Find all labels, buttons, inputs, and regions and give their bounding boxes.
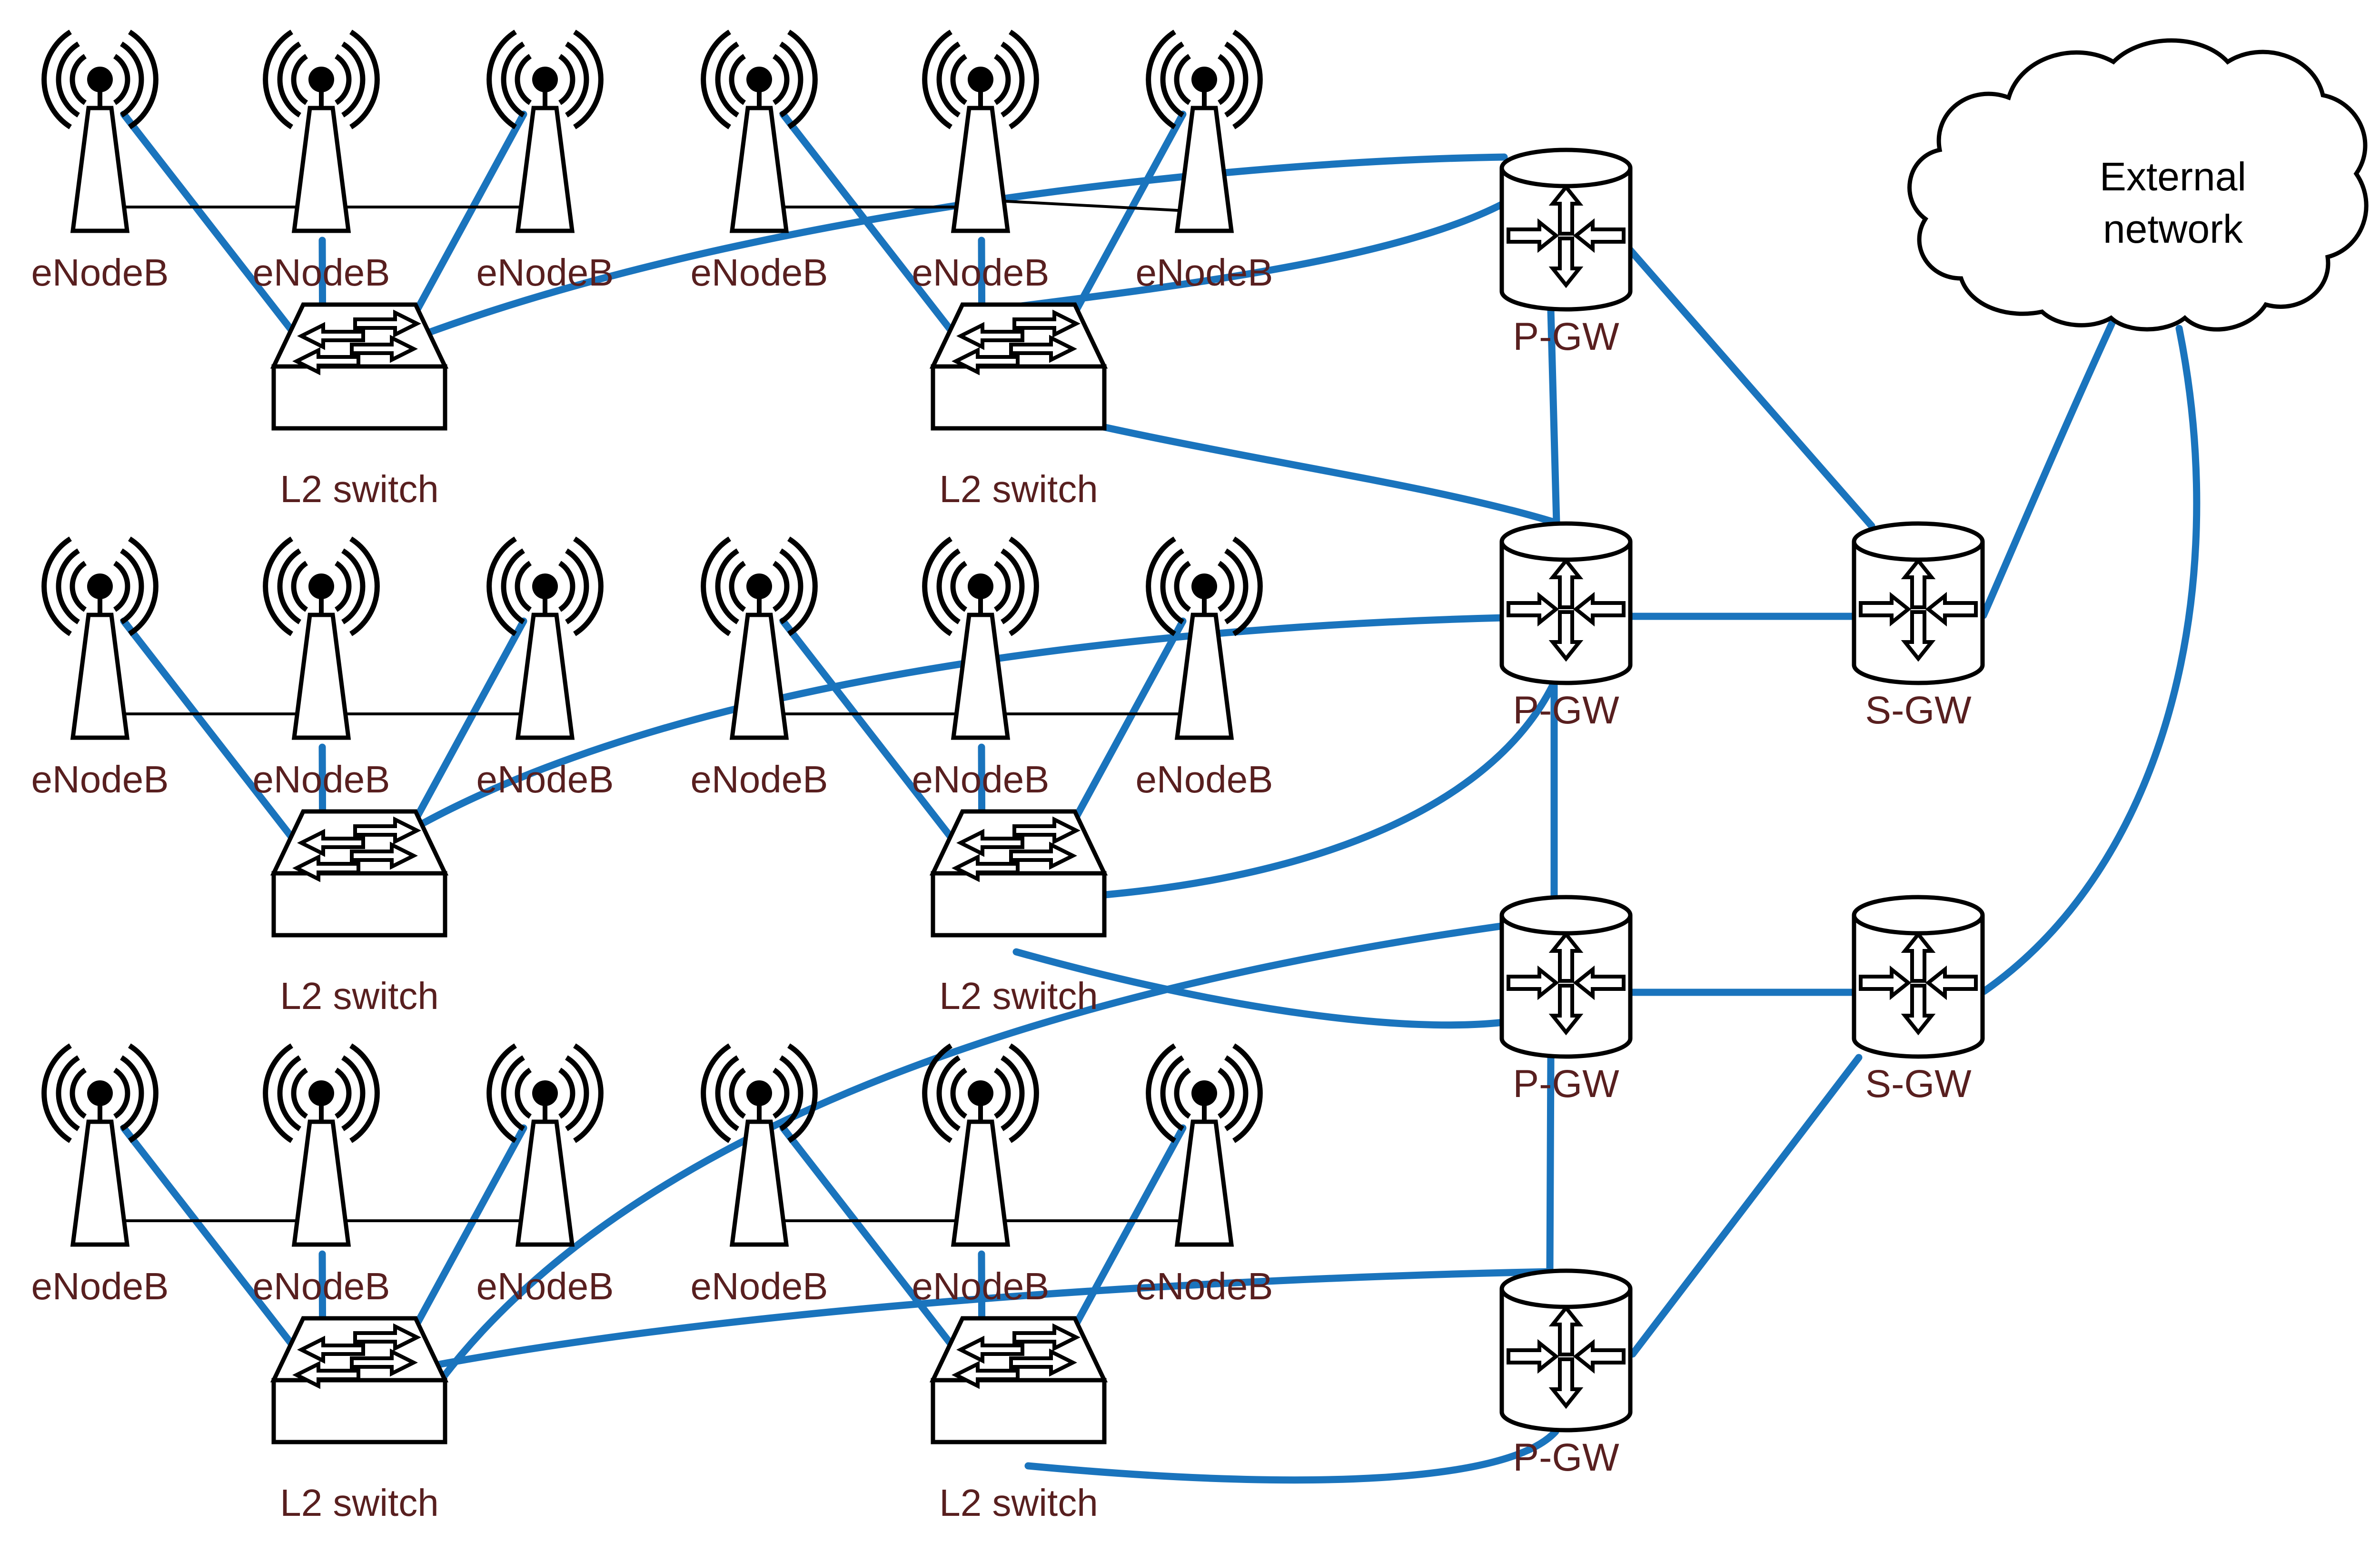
enodeb-antenna-icon (1149, 1046, 1260, 1245)
l2-switch-icon (274, 811, 445, 935)
external-network-label-line1: External (2100, 154, 2246, 199)
link-g5-ant1-sw5 (120, 1124, 318, 1377)
link-sgw2-pgw4 (1629, 1054, 1863, 1358)
enodeb-antenna-icon (925, 539, 1037, 738)
p-gw-1: P-GW (1502, 150, 1630, 358)
link-sw3-pgw2 (339, 614, 1507, 877)
enodeb-label: eNodeB (1135, 758, 1273, 801)
link-sw5-pgw4 (356, 1268, 1554, 1384)
l2-switch-icon (274, 305, 445, 428)
enodeb-antenna-icon (489, 1046, 601, 1245)
l2-switch-label: L2 switch (939, 1482, 1098, 1524)
router-cylinder-icon (1854, 524, 1983, 683)
s-gw-2: S-GW (1854, 897, 1983, 1106)
enodeb-label: eNodeB (690, 758, 828, 801)
enodeb-label: eNodeB (690, 1265, 828, 1307)
p-gw-3: P-GW (1502, 897, 1630, 1106)
enodeb-antenna-icon (489, 32, 601, 231)
enodeb-label: eNodeB (912, 251, 1049, 294)
link-g2-ant1-sw2 (779, 110, 977, 363)
l2-switch-label: L2 switch (280, 975, 438, 1017)
l2-switch-icon (933, 305, 1104, 428)
l2-switch-label: L2 switch (280, 1482, 438, 1524)
l2-switch-icon (933, 811, 1104, 935)
link-g6-ant1-sw6 (779, 1124, 977, 1377)
router-cylinder-icon (1502, 897, 1630, 1057)
p-gw-label: P-GW (1513, 315, 1619, 358)
x2-link (759, 198, 1205, 213)
enodeb-label: eNodeB (31, 758, 169, 801)
enodeb-label: eNodeB (252, 251, 390, 294)
link-cloud-sgw2 (1980, 325, 2201, 995)
l2-switch-label: L2 switch (939, 975, 1098, 1017)
radio-group-4: eNodeB eNodeB eNodeB L2 switch (690, 539, 1273, 1017)
enodeb-label: eNodeB (31, 251, 169, 294)
enodeb-antenna-icon (1149, 32, 1260, 231)
link-sw1-pgw1 (334, 153, 1508, 373)
p-gw-label: P-GW (1513, 1436, 1619, 1479)
link-cloud-sgw1 (1980, 308, 2121, 619)
enodeb-label: eNodeB (476, 251, 614, 294)
enodeb-label: eNodeB (252, 758, 390, 801)
cloud-icon (1907, 38, 2369, 332)
p-gw-2: P-GW (1502, 524, 1630, 732)
link-sw6-pgw4 (1024, 1428, 1559, 1484)
enodeb-antenna-icon (266, 539, 377, 738)
enodeb-label: eNodeB (31, 1265, 169, 1307)
router-cylinder-icon (1502, 150, 1630, 309)
radio-group-2: eNodeB eNodeB eNodeB L2 switch (690, 32, 1273, 510)
link-pgw1-sgw1 (1624, 244, 1875, 530)
backhaul-links (334, 153, 2201, 1484)
link-pgw1-pgw2 (1547, 306, 1560, 526)
external-network-cloud: External network (1907, 38, 2369, 332)
enodeb-label: eNodeB (476, 758, 614, 801)
enodeb-label: eNodeB (1135, 1265, 1273, 1307)
enodeb-antenna-icon (489, 539, 601, 738)
radio-group-1: eNodeB eNodeB eNodeB L2 switch (31, 32, 614, 510)
p-gw-4: P-GW (1502, 1271, 1630, 1479)
link-pgw3-pgw4 (1546, 1054, 1555, 1274)
s-gw-1: S-GW (1854, 524, 1983, 732)
enodeb-label: eNodeB (912, 1265, 1049, 1307)
enodeb-label: eNodeB (690, 251, 828, 294)
enodeb-label: eNodeB (1135, 251, 1273, 294)
radio-group-3: eNodeB eNodeB eNodeB L2 switch (31, 539, 614, 1017)
radio-group-5: eNodeB eNodeB eNodeB L2 switch (31, 1046, 614, 1524)
link-g4-ant1-sw4 (779, 617, 977, 870)
link-g3-ant1-sw3 (120, 617, 318, 870)
link-sw5-pgw3 (439, 920, 1518, 1382)
router-cylinder-icon (1502, 1271, 1630, 1430)
s-gw-label: S-GW (1865, 689, 1972, 732)
l2-switch-icon (274, 1318, 445, 1442)
link-sw4-pgw3 (1012, 948, 1507, 1029)
enodeb-antenna-icon (266, 32, 377, 231)
l2-switch-label: L2 switch (280, 468, 438, 510)
p-gw-label: P-GW (1513, 1062, 1619, 1106)
p-gw-label: P-GW (1513, 689, 1619, 732)
l2-switch-label: L2 switch (939, 468, 1098, 510)
external-network-label-line2: network (2103, 207, 2243, 251)
l2-switch-icon (933, 1318, 1104, 1442)
router-cylinder-icon (1502, 524, 1630, 683)
router-cylinder-icon (1854, 897, 1983, 1057)
link-pgw2-sw4 (1101, 682, 1557, 899)
enodeb-antenna-icon (266, 1046, 377, 1245)
link-g1-ant1-sw1 (120, 110, 318, 363)
enodeb-label: eNodeB (476, 1265, 614, 1307)
radio-group-6: eNodeB eNodeB eNodeB L2 switch (690, 1046, 1273, 1524)
enodeb-label: eNodeB (252, 1265, 390, 1307)
x2-links (100, 198, 1205, 1222)
enodeb-antenna-icon (925, 1046, 1037, 1245)
s-gw-label: S-GW (1865, 1062, 1972, 1106)
enodeb-label: eNodeB (912, 758, 1049, 801)
